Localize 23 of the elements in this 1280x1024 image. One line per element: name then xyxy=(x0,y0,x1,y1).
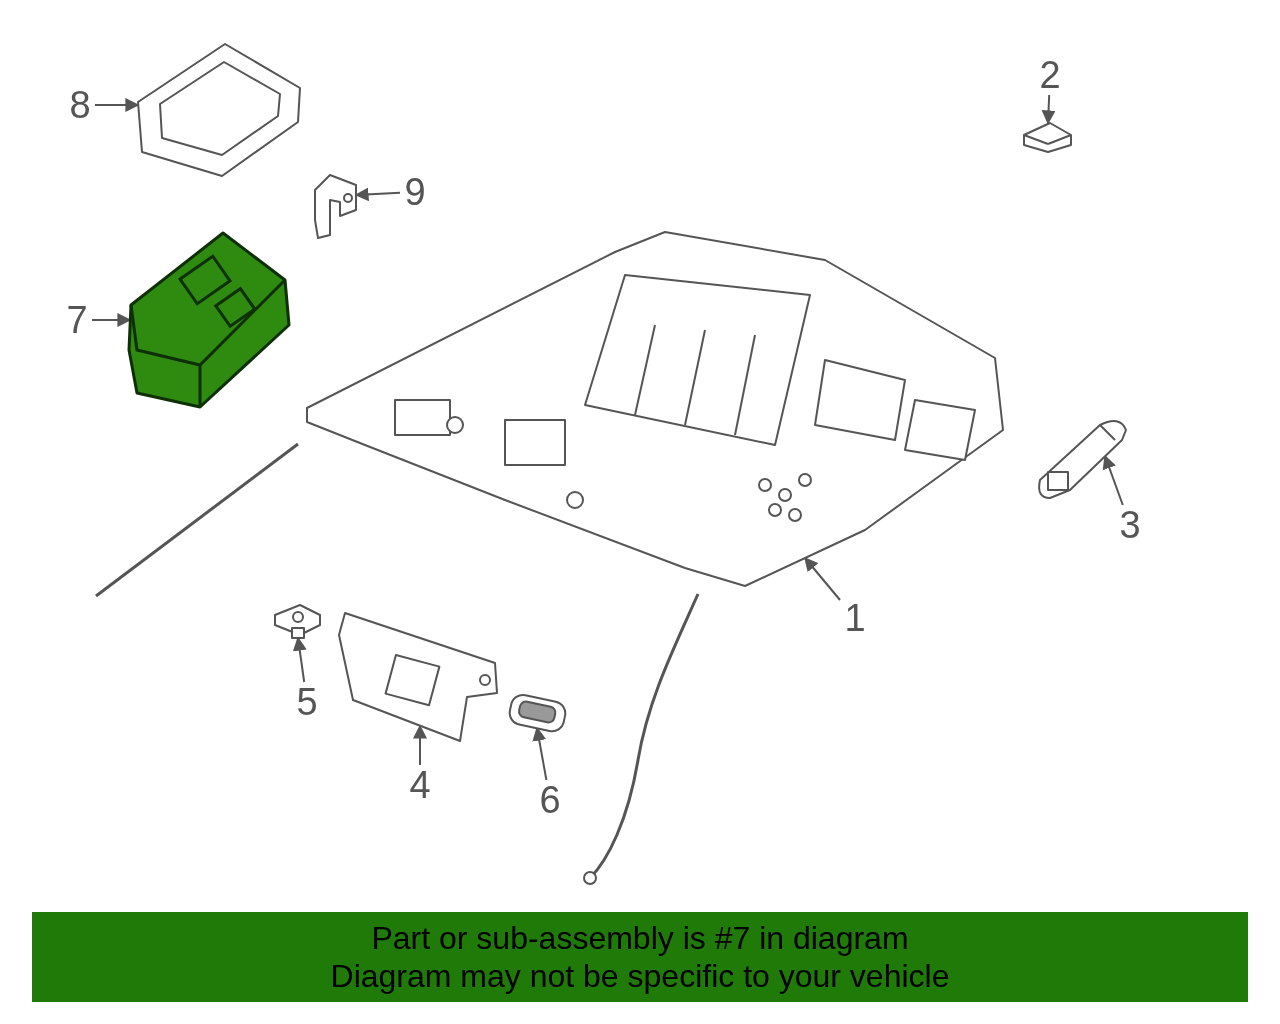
notice-banner xyxy=(32,912,1248,1002)
leader-line xyxy=(94,98,140,112)
callout-number: 2 xyxy=(1035,55,1065,95)
leader-line xyxy=(91,313,132,327)
leader-line xyxy=(1041,94,1056,125)
leader-line xyxy=(292,636,307,683)
callout-number: 6 xyxy=(535,780,565,820)
callout-number: 9 xyxy=(400,172,430,212)
headliner-drawing xyxy=(305,230,1005,590)
leader-line xyxy=(1102,454,1124,506)
leader-line xyxy=(532,726,548,781)
callout-number: 8 xyxy=(65,85,95,125)
notice-text: Part or sub-assembly is #7 in diagram xyxy=(371,919,909,957)
callout-number: 3 xyxy=(1115,505,1145,545)
leader-line xyxy=(413,724,427,766)
clip-drawing xyxy=(1020,120,1075,155)
leader-line xyxy=(354,187,401,202)
callout-number: 1 xyxy=(840,598,870,638)
notice-text: Diagram may not be specific to your vehicle xyxy=(330,957,950,995)
callout-number: 5 xyxy=(292,682,322,722)
callout-number: 4 xyxy=(405,765,435,805)
leader-line xyxy=(804,556,841,601)
callout-number: 7 xyxy=(62,300,92,340)
